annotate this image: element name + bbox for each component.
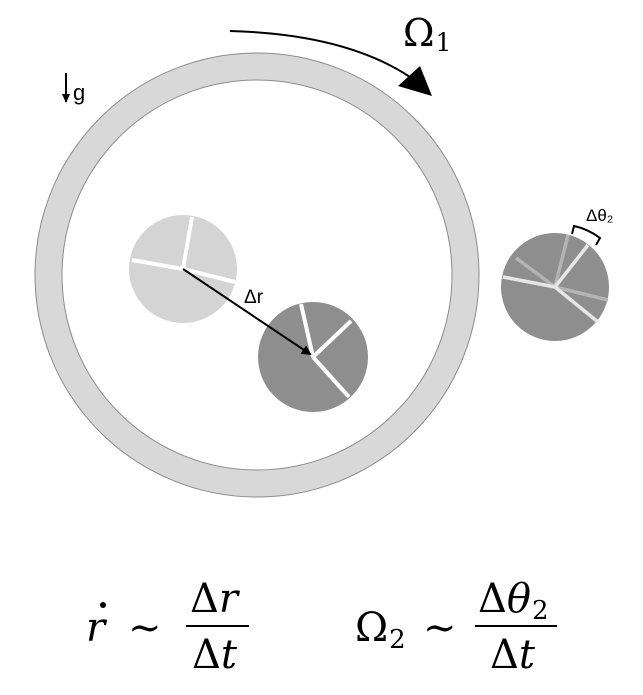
disk-initial-spoke bbox=[131, 258, 184, 271]
rotation-arrow bbox=[229, 30, 411, 78]
disk-rotation-spoke-faint bbox=[553, 234, 570, 288]
drum-ring bbox=[35, 53, 479, 497]
gravity-label: g bbox=[73, 80, 85, 105]
eq-right-numerator: Δθ2 bbox=[478, 576, 549, 626]
displacement-arrow bbox=[182, 268, 312, 356]
disk-rotation bbox=[501, 233, 609, 341]
disk-initial-spoke bbox=[181, 216, 194, 270]
equation-angular-velocity: Ω2 ∼ Δθ2 Δt bbox=[355, 576, 557, 678]
eq-left-dot bbox=[100, 602, 106, 608]
drum-inner-edge bbox=[61, 79, 453, 471]
disk-rotation-spoke-faint bbox=[554, 285, 609, 302]
disk-rotation-spoke bbox=[553, 243, 590, 289]
delta-r-label: Δr bbox=[244, 287, 264, 308]
eq-left-denominator: Δt bbox=[192, 632, 238, 678]
eq-right-relation: ∼ bbox=[423, 605, 457, 651]
disk-initial-spoke bbox=[182, 267, 236, 284]
disk-displaced-spoke bbox=[311, 319, 353, 359]
eq-left-numerator: Δr bbox=[190, 576, 241, 622]
eq-left-lhs: r bbox=[86, 605, 108, 651]
equation-radial-velocity: r ∼ Δr Δt bbox=[86, 576, 249, 678]
delta-theta2-label: Δθ₂ bbox=[586, 206, 613, 225]
disk-displaced bbox=[258, 302, 368, 412]
eq-right-denominator: Δt bbox=[490, 632, 536, 678]
disk-displaced-spoke bbox=[311, 355, 351, 399]
angle-bracket bbox=[571, 224, 602, 246]
rotation-arrowhead bbox=[398, 66, 432, 96]
eq-right-lhs: Ω2 bbox=[355, 605, 406, 655]
drum-outer-edge bbox=[34, 52, 480, 498]
disk-rotation-spoke bbox=[502, 275, 556, 289]
disk-rotation-spoke bbox=[553, 285, 600, 324]
disk-rotation-spoke-faint bbox=[514, 256, 557, 289]
omega1-label: Ω1 bbox=[403, 11, 451, 57]
eq-left-relation: ∼ bbox=[128, 605, 162, 651]
